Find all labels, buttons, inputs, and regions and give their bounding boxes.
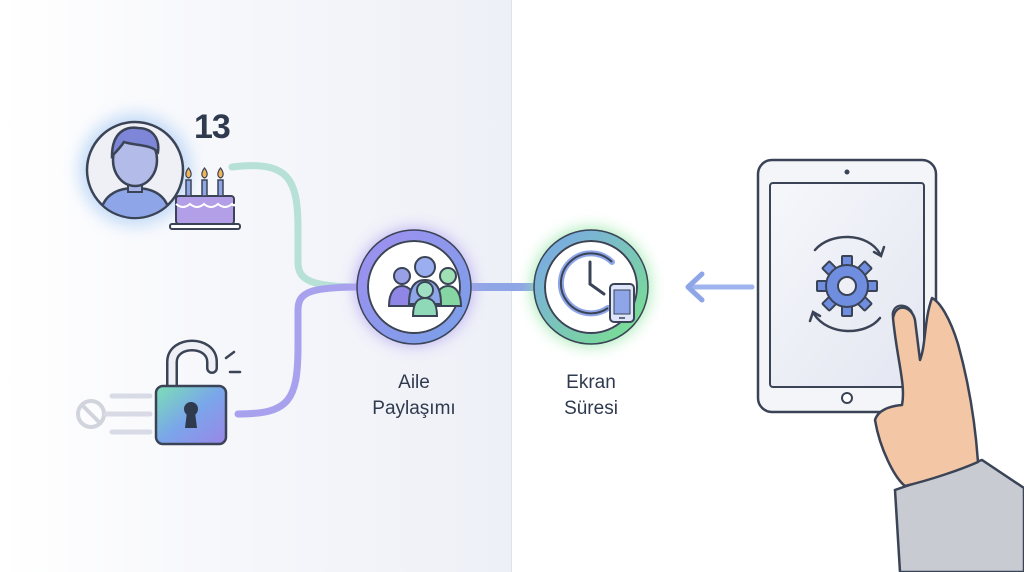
family-group-icon [387, 256, 463, 317]
connector-lines [228, 162, 539, 418]
birthday-cake-icon [169, 167, 241, 230]
age-badge: 13 [194, 108, 231, 146]
screen-time-label: Ekran Süresi [511, 370, 671, 422]
child-avatar-icon [79, 114, 191, 226]
screen-time-label-line1: Ekran [566, 372, 616, 393]
family-sharing-label-line1: Aile [398, 372, 430, 393]
prohibited-icon [76, 399, 106, 429]
screen-time-label-line2: Süresi [564, 398, 618, 419]
family-sharing-label: Aile Paylaşımı [334, 370, 494, 422]
gear-sync-icon [808, 235, 886, 333]
smartphone-icon [609, 283, 635, 323]
open-padlock-icon [154, 339, 242, 446]
hand-icon [873, 296, 1024, 572]
arrow-left-icon [685, 271, 755, 303]
motion-lines [103, 393, 153, 435]
family-sharing-label-line2: Paylaşımı [372, 398, 456, 419]
clock-icon [557, 250, 615, 317]
